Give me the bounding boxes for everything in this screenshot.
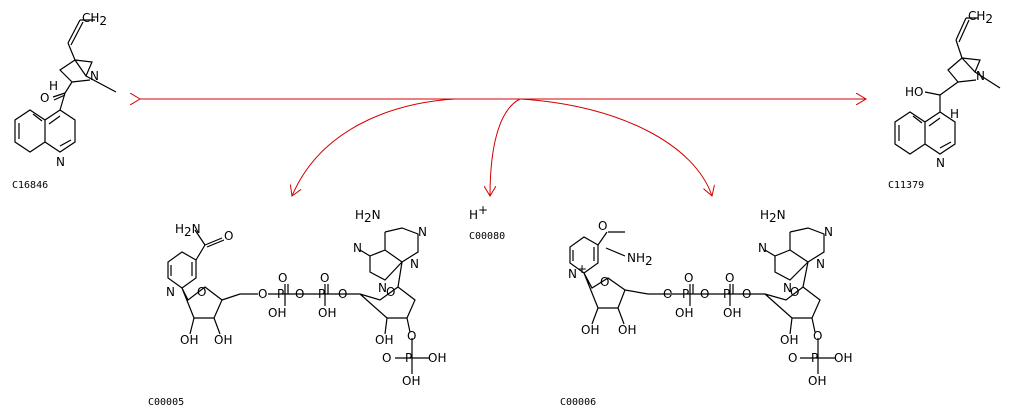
atom-o: O: [40, 91, 49, 105]
atom-o: O: [295, 287, 304, 301]
atom-p: P: [811, 351, 818, 365]
atom-n: N: [816, 257, 825, 271]
reaction-arrows: [140, 99, 866, 196]
atom-p: P: [405, 351, 412, 365]
atom-n: N: [353, 241, 362, 255]
atom-n: N: [56, 155, 65, 169]
atom-p: P: [318, 287, 325, 301]
atom-n: N: [824, 225, 833, 239]
atom-o: O: [788, 351, 797, 365]
amide-nh2: NH2: [627, 251, 653, 268]
atom-ho: OH: [180, 333, 198, 347]
molecule-c00080: H+ C00080: [469, 203, 505, 242]
atom-o: O: [725, 271, 734, 285]
amine-h2n: H2N: [760, 208, 786, 225]
arrow-to-nadp: [519, 98, 712, 196]
atom-p: P: [682, 287, 689, 301]
atom-o: O: [742, 287, 751, 301]
atom-o: O: [598, 219, 607, 233]
vinyl-ch2: CH2: [82, 11, 107, 28]
atom-ho: OH: [375, 333, 393, 347]
atom-o: O: [684, 271, 693, 285]
molecule-c00006: O NH2 N+ O OH OH O P O P O O O OH OH O O…: [560, 208, 852, 408]
atom-oh: OH: [834, 351, 852, 365]
atom-o: O: [663, 287, 672, 301]
atom-n: N: [976, 69, 985, 83]
atom-o: O: [224, 229, 233, 243]
atom-n: N: [936, 156, 945, 170]
compound-id-c00080: C00080: [469, 231, 505, 242]
compound-id-c00005: C00005: [148, 397, 184, 408]
atom-n: N: [410, 257, 419, 271]
pyridinium-n: N+: [568, 262, 587, 281]
atom-o: O: [278, 271, 287, 285]
atom-o: O: [813, 329, 822, 343]
arrow-to-h-plus: [490, 98, 521, 196]
amine-h2n: H2N: [355, 208, 381, 225]
vinyl-ch2: CH2: [968, 9, 993, 26]
atom-oh: OH: [428, 351, 446, 365]
molecule-c16846: O N H N CH2 C16846: [12, 11, 117, 191]
atom-o: O: [258, 287, 267, 301]
atom-oh: OH: [675, 306, 693, 320]
molecule-c11379: HO N H N CH2 C11379: [888, 9, 1001, 191]
molecule-c00005: H2N O N O OH OH O P O P O O O OH OH O OH…: [148, 208, 446, 408]
atom-oh: OH: [723, 306, 741, 320]
atom-n: N: [783, 281, 792, 295]
atom-n: N: [378, 281, 387, 295]
atom-n: N: [418, 225, 427, 239]
atom-p: P: [723, 287, 730, 301]
compound-id-c00006: C00006: [560, 397, 596, 408]
atom-p: P: [277, 287, 284, 301]
atom-oh: OH: [402, 374, 420, 388]
atom-o: O: [700, 287, 709, 301]
arrow-to-nadph: [292, 98, 456, 196]
atom-ho: OH: [780, 333, 798, 347]
atom-o: O: [790, 285, 799, 299]
atom-h: H: [49, 79, 58, 93]
atom-n: N: [90, 69, 99, 83]
atom-oh: OH: [214, 333, 232, 347]
atom-oh: OH: [268, 306, 286, 320]
h-plus: H+: [469, 203, 488, 222]
atom-ho: HO: [905, 85, 923, 99]
atom-o: O: [600, 275, 609, 289]
atom-oh: OH: [808, 374, 826, 388]
atom-o: O: [320, 271, 329, 285]
atom-o: O: [382, 351, 391, 365]
compound-id-c16846: C16846: [12, 180, 48, 191]
atom-oh: OH: [618, 323, 636, 337]
amide-h2n: H2N: [175, 222, 201, 239]
atom-h: H: [950, 107, 959, 121]
atom-ho: OH: [581, 323, 599, 337]
atom-o: O: [197, 285, 206, 299]
atom-n: N: [166, 285, 175, 299]
atom-o: O: [338, 287, 347, 301]
atom-o: O: [386, 285, 395, 299]
compound-id-c11379: C11379: [888, 180, 924, 191]
atom-n: N: [758, 241, 767, 255]
atom-o: O: [407, 329, 416, 343]
atom-oh: OH: [318, 306, 336, 320]
